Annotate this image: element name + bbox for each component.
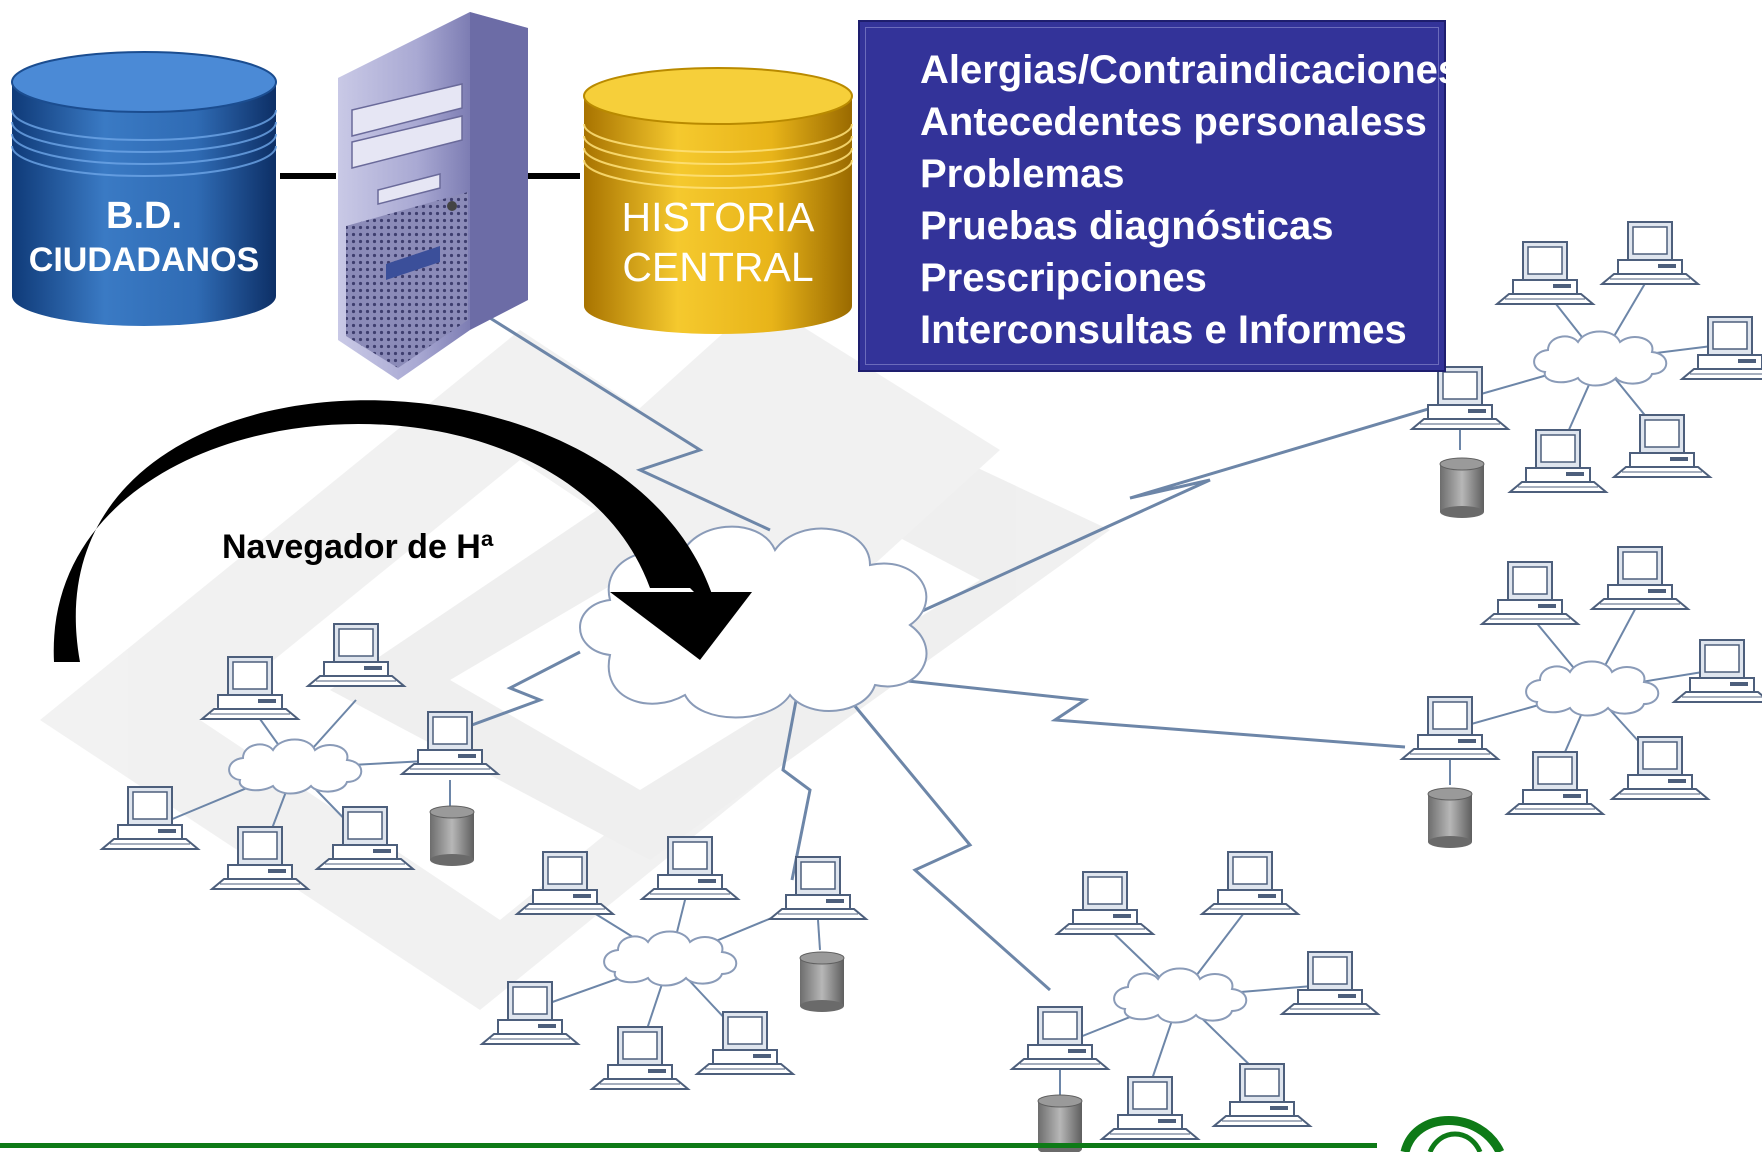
database-label-line2: CIUDADANOS [28,241,260,279]
computer-icon [1591,546,1689,610]
computer-icon [1101,1076,1199,1140]
lan-cloud-icon [1533,330,1668,387]
database-label: B.D. CIUDADANOS [12,194,276,282]
computer-icon [1611,736,1709,800]
computer-icon [1481,561,1579,625]
link-cloud-left [441,650,581,738]
computer-icon [1613,414,1711,478]
logo-icon [1400,1116,1505,1152]
computer-icon [1673,639,1762,703]
computer-icon [591,1026,689,1090]
database-icon [11,51,277,326]
lan-cluster-right-middle [1401,546,1762,849]
computer-icon [1201,851,1299,915]
computer-icon [1281,951,1379,1015]
computer-icon [1011,1006,1109,1070]
lan-cluster-right-top [1411,221,1762,519]
history-database-icon [583,67,853,334]
info-item: Pruebas diagnósticas [920,204,1334,248]
info-item: Interconsultas e Informes [920,308,1407,352]
info-item: Prescripciones [920,256,1207,300]
storage-icon [1439,457,1485,519]
link-server-cloud [489,316,771,532]
lan-cluster-bottom-middle [481,836,867,1090]
lan-cluster-left [101,623,499,890]
link-cloud-right1 [919,405,1436,614]
computer-icon [1509,429,1607,493]
computer-icon [1056,871,1154,935]
server-icon [338,12,528,380]
history-label: HISTORIA CENTRAL [584,192,852,292]
computer-icon [696,1011,794,1075]
info-item: Antecedentes personaless [920,100,1427,144]
history-label-line2: CENTRAL [622,244,814,290]
link-cloud-bottom [838,687,1051,992]
computer-icon [1411,366,1509,430]
computer-icon [1213,1063,1311,1127]
computer-icon [1496,241,1594,305]
wan-links [441,316,1436,992]
lan-cloud-icon [228,738,363,795]
computer-icon [769,856,867,920]
storage-icon [799,951,845,1013]
clinical-info-box: Alergias/Contraindicaciones Antecedentes… [858,20,1461,372]
storage-icon [1427,787,1473,849]
computer-icon [1601,221,1699,285]
browser-label: Navegador de Hª [222,528,494,566]
lan-cluster-bottom-right [1011,851,1379,1152]
database-label-line1: B.D. [106,195,182,237]
computer-icon [1506,751,1604,815]
link-cloud-mid [781,689,812,881]
link-cloud-right2 [879,676,1406,749]
curved-arrow-icon [53,400,752,662]
computer-icon [1401,696,1499,760]
info-item: Alergias/Contraindicaciones [920,48,1461,92]
history-label-line1: HISTORIA [621,194,815,240]
footer-divider [0,1143,1377,1148]
lan-cloud-icon [1113,967,1248,1024]
lan-cloud-icon [1525,660,1660,717]
info-item: Problemas [920,152,1125,196]
lan-cloud-icon [603,930,738,987]
clinical-info-list: Alergias/Contraindicaciones Antecedentes… [860,22,1461,356]
storage-icon [429,805,475,867]
